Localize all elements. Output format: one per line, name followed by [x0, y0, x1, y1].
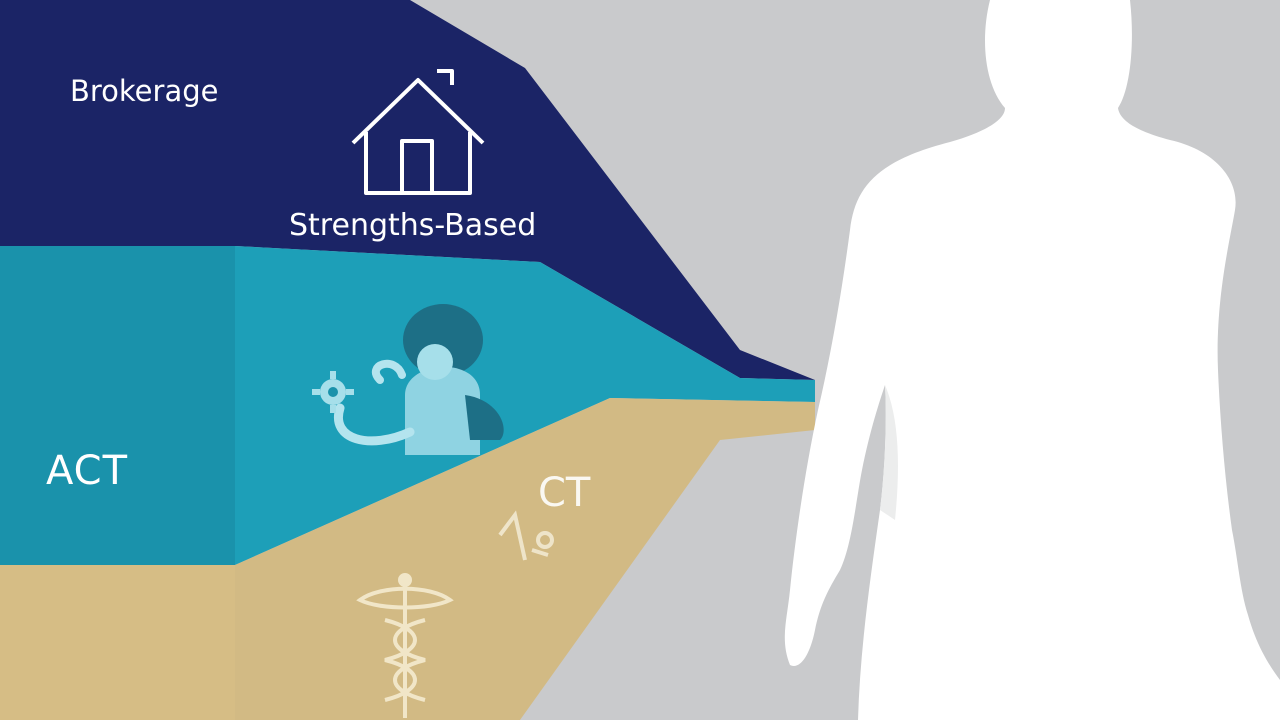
ct-label: CT — [538, 470, 591, 516]
clinical-band-left-face — [0, 565, 235, 720]
person-gear-icon — [312, 304, 504, 455]
brokerage-band — [0, 0, 815, 380]
house-icon — [351, 69, 485, 195]
brokerage-label: Brokerage — [70, 74, 219, 108]
small-tool-icon — [498, 510, 554, 561]
act-band-left-face — [0, 246, 235, 565]
caduceus-icon — [356, 573, 454, 718]
act-label: ACT — [46, 448, 129, 494]
strengths-based-label: Strengths-Based — [289, 208, 537, 243]
silhouette-arm-shade — [880, 385, 898, 520]
act-band-right-face — [235, 246, 815, 565]
human-silhouette-icon — [784, 0, 1280, 720]
